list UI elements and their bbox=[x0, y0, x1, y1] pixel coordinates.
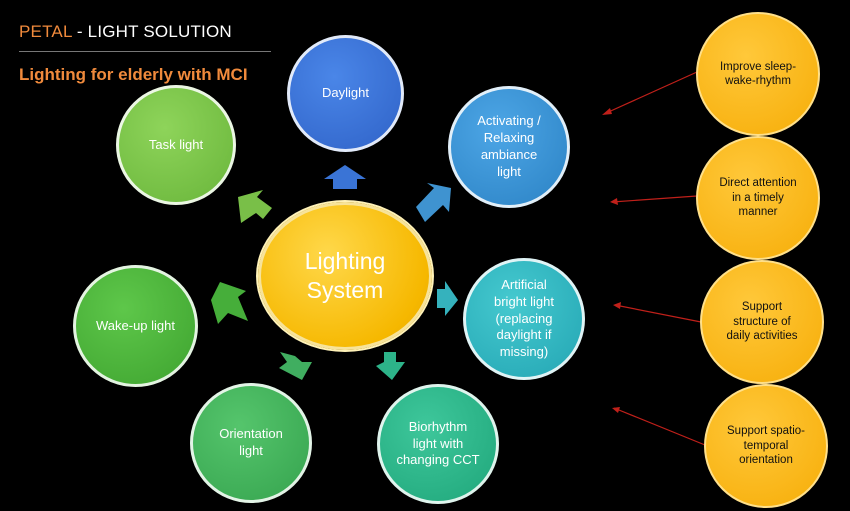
arrow-to-daylight bbox=[324, 165, 366, 189]
arrow-to-biorhythm bbox=[376, 352, 405, 380]
orientation-light-label: Orientation light bbox=[219, 426, 283, 458]
arrow-to-orientation bbox=[279, 352, 312, 380]
task-light-node: Task light bbox=[116, 85, 236, 205]
activating-relaxing-node: Activating / Relaxing ambiance light bbox=[448, 86, 570, 208]
goal-label: Improve sleep- wake-rhythm bbox=[719, 60, 797, 87]
link-arrowhead-2 bbox=[610, 198, 618, 205]
goal-label: Direct attention in a timely manner bbox=[719, 177, 797, 219]
goal-label: Support structure of daily activities bbox=[726, 301, 798, 343]
link-line-2 bbox=[611, 195, 698, 203]
goal-daily-structure-node: Support structure of daily activities bbox=[700, 260, 824, 384]
arrow-to-activating bbox=[416, 183, 451, 222]
link-arrowhead-1 bbox=[602, 108, 612, 115]
title-accent: PETAL bbox=[19, 22, 72, 41]
activating-relaxing-label: Activating / Relaxing ambiance light bbox=[477, 113, 541, 179]
daylight-label: Daylight bbox=[322, 85, 369, 101]
artificial-bright-light-label: Artificial bright light (replacing dayli… bbox=[494, 276, 554, 360]
title-divider bbox=[19, 51, 271, 52]
goal-attention-node: Direct attention in a timely manner bbox=[696, 136, 820, 260]
link-line-1 bbox=[603, 71, 698, 115]
link-line-3 bbox=[614, 304, 702, 323]
link-arrowhead-4 bbox=[612, 407, 620, 413]
link-line-4 bbox=[613, 407, 706, 446]
title-rest: - LIGHT SOLUTION bbox=[71, 22, 232, 41]
page-title: PETAL - LIGHT SOLUTION bbox=[19, 22, 232, 42]
goal-label: Support spatio- temporal orientation bbox=[727, 425, 805, 467]
biorhythm-light-node: Biorhythm light with changing CCT bbox=[377, 384, 499, 504]
goal-orientation-node: Support spatio- temporal orientation bbox=[704, 384, 828, 508]
biorhythm-light-label: Biorhythm light with changing CCT bbox=[396, 418, 480, 468]
arrow-to-wakeup bbox=[211, 282, 248, 324]
lighting-system-node: Lighting System bbox=[258, 202, 432, 350]
arrow-to-artificial bbox=[437, 281, 458, 316]
artificial-bright-light-node: Artificial bright light (replacing dayli… bbox=[463, 258, 585, 380]
goal-sleep-wake-node: Improve sleep- wake-rhythm bbox=[696, 12, 820, 136]
link-arrowhead-3 bbox=[613, 302, 621, 309]
wake-up-light-label: Wake-up light bbox=[96, 317, 175, 333]
daylight-node: Daylight bbox=[287, 35, 404, 152]
lighting-system-label: Lighting System bbox=[304, 248, 386, 303]
subtitle: Lighting for elderly with MCI bbox=[19, 65, 248, 84]
task-light-label: Task light bbox=[148, 136, 204, 152]
arrow-to-tasklight bbox=[238, 190, 272, 223]
wake-up-light-node: Wake-up light bbox=[73, 265, 198, 387]
orientation-light-node: Orientation light bbox=[190, 383, 312, 503]
